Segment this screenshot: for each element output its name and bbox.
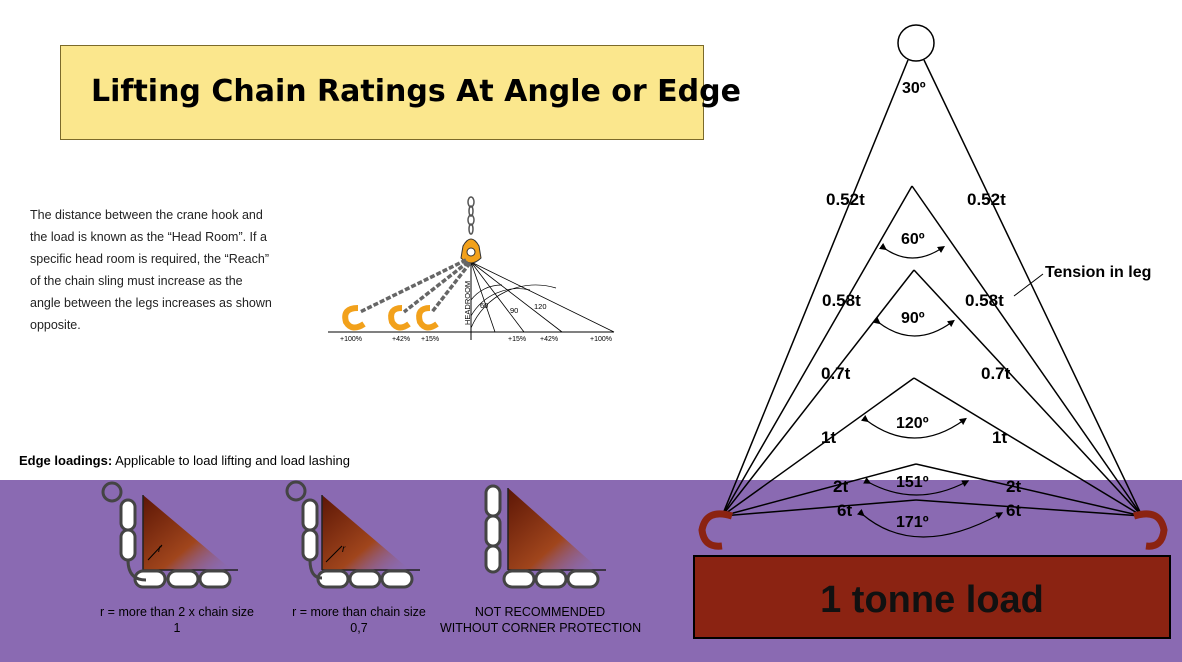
sling-angle-label: 90º (901, 310, 925, 327)
title-banner: Lifting Chain Ratings At Angle or Edge (60, 45, 741, 140)
sling-leg-60-right (911, 185, 1143, 517)
headroom-top-chain (467, 196, 475, 235)
sling-leg-90-left (721, 269, 915, 517)
headroom-fan-line (470, 261, 496, 333)
edge-caption-line: NOT RECOMMENDED (474, 605, 606, 619)
edge-loadings-heading: Edge loadings: Applicable to load liftin… (19, 453, 350, 468)
edge-illustration-3 (484, 484, 606, 589)
load-label: 1 tonne load (820, 579, 1044, 621)
headroom-end-hook (342, 305, 366, 331)
headroom-chain-leg (402, 260, 470, 314)
headroom-angle-label: 90 (510, 306, 518, 315)
sling-angle-label: 171º (896, 514, 929, 531)
page-title: Lifting Chain Ratings At Angle or Edge (91, 74, 741, 109)
edge-caption-line: WITHOUT CORNER PROTECTION (440, 621, 642, 635)
sling-leg-30-left (721, 59, 909, 517)
edge-caption-3: NOT RECOMMENDED WITHOUT CORNER PROTECTIO… (440, 604, 642, 636)
sling-tension-label-left: 2t (833, 477, 848, 496)
sling-angle-label: 151º (896, 474, 929, 491)
sling-tension-label-right: 2t (1006, 477, 1021, 496)
sling-leg-171-right (915, 499, 1143, 517)
sling-angle-label: 30º (902, 80, 926, 97)
sling-tension-label-right: 1t (992, 428, 1007, 447)
edge-radius-label: r (158, 544, 162, 555)
sling-tension-label-left: 0.52t (826, 190, 865, 209)
sling-tension-label-left: 0.58t (822, 291, 861, 310)
sling-leg-151-right (915, 463, 1143, 517)
edge-radius-label: r (342, 544, 346, 555)
sling-tension-label-right: 0.52t (967, 190, 1006, 209)
headroom-angle-arc (470, 284, 503, 301)
tension-in-leg-pointer (1013, 273, 1044, 297)
edge-caption-line: r = more than chain size (292, 605, 426, 619)
headroom-angle-arc (470, 288, 531, 317)
sling-leg-151-left (721, 463, 917, 517)
edge-caption-line: r = more than 2 x chain size (100, 605, 254, 619)
headroom-fan-line (470, 261, 525, 333)
sling-leg-90-right (913, 269, 1143, 517)
tension-in-leg-label: Tension in leg (1045, 264, 1151, 281)
headroom-percent-label: +15% (421, 336, 439, 343)
sling-tension-label-left: 6t (837, 501, 852, 520)
headroom-end-hook (388, 305, 411, 331)
headroom-fan-line (470, 261, 615, 333)
sling-angle-arc-171 (856, 508, 1004, 538)
sling-tension-label-left: 1t (821, 428, 836, 447)
sling-hook-left (698, 510, 734, 550)
headroom-vertical-label: HEADROOM (463, 281, 472, 325)
sling-tension-label-right: 6t (1006, 501, 1021, 520)
sling-angle-arc-120 (860, 414, 967, 439)
headroom-fan-line (470, 261, 563, 333)
headroom-percent-label: +100% (340, 336, 362, 343)
load-box (693, 555, 1171, 639)
headroom-angle-label: 120 (534, 302, 547, 311)
edge-caption-line: 0,7 (350, 621, 368, 635)
sling-leg-120-right (913, 377, 1143, 517)
edge-loadings-heading-bold: Edge loadings: (19, 453, 113, 468)
edge-illustration-1: r (101, 481, 238, 589)
sling-angle-arc-90 (872, 316, 955, 337)
sling-tension-label-left: 0.7t (821, 364, 851, 383)
sling-leg-30-right (923, 59, 1143, 517)
headroom-chain-leg (359, 258, 467, 314)
headroom-percent-label: +100% (590, 336, 612, 343)
edge-caption-2: r = more than chain size 0,7 (282, 604, 436, 636)
sling-angle-label: 120º (896, 415, 929, 432)
sling-leg-60-left (721, 185, 913, 517)
headroom-chain-leg (430, 261, 472, 314)
edge-caption-line: 1 (173, 621, 181, 635)
sling-angle-label: 60º (901, 231, 925, 248)
headroom-paragraph: The distance between the crane hook and … (30, 208, 272, 332)
headroom-percent-label: +42% (540, 336, 558, 343)
sling-angle-arc-151 (863, 477, 970, 496)
edge-loadings-heading-text: Applicable to load lifting and load lash… (115, 453, 350, 468)
edge-caption-1: r = more than 2 x chain size 1 (88, 604, 266, 636)
edge-illustration-2: r (285, 480, 420, 589)
headroom-end-hook (416, 305, 439, 331)
sling-master-ring (897, 24, 935, 62)
headroom-angle-label: 60 (480, 301, 488, 310)
sling-leg-120-left (721, 377, 915, 517)
headroom-percent-label: +15% (508, 336, 526, 343)
headroom-percent-label: +42% (392, 336, 410, 343)
sling-angle-arc-60 (878, 242, 945, 259)
sling-leg-171-left (721, 499, 917, 517)
sling-hook-right (1132, 510, 1168, 550)
sling-tension-label-right: 0.7t (981, 364, 1011, 383)
sling-tension-label-right: 0.58t (965, 291, 1004, 310)
headroom-angle-arc (470, 284, 557, 329)
